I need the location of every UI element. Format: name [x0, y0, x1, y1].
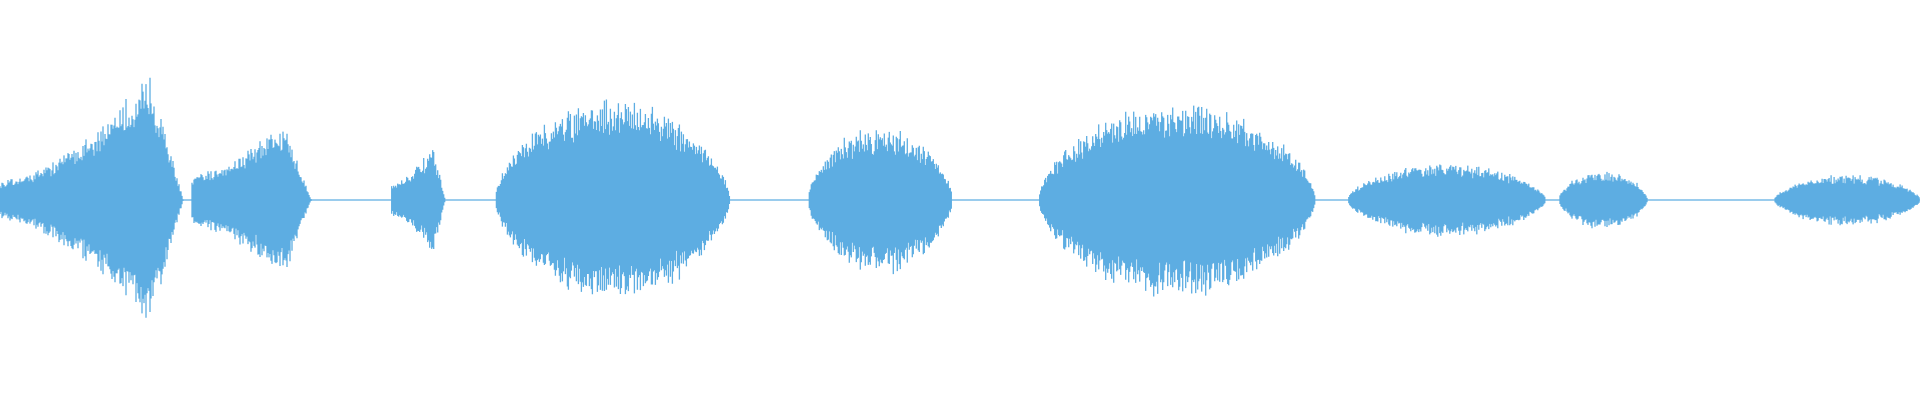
waveform-segment-2-path [191, 131, 312, 267]
waveform-segments [0, 77, 1920, 318]
waveform-segment-9 [1774, 175, 1920, 226]
waveform-segment-3-path [391, 150, 446, 249]
waveform-segment-8-path [1559, 171, 1648, 229]
waveform-segment-2 [191, 131, 312, 267]
waveform-segment-7-path [1348, 164, 1546, 237]
waveform-segment-1 [0, 77, 184, 318]
waveform-segment-4 [495, 99, 731, 295]
waveform-segment-5-path [808, 130, 952, 275]
waveform-segment-1-path [0, 77, 184, 318]
waveform-segment-6 [1039, 105, 1316, 297]
waveform-segment-4-path [495, 99, 731, 295]
waveform-segment-6-path [1039, 105, 1316, 297]
waveform-segment-5 [808, 130, 952, 275]
waveform-segment-7 [1348, 164, 1546, 237]
waveform-segment-9-path [1774, 175, 1920, 226]
waveform-segment-3 [391, 150, 446, 249]
waveform-segment-8 [1559, 171, 1648, 229]
